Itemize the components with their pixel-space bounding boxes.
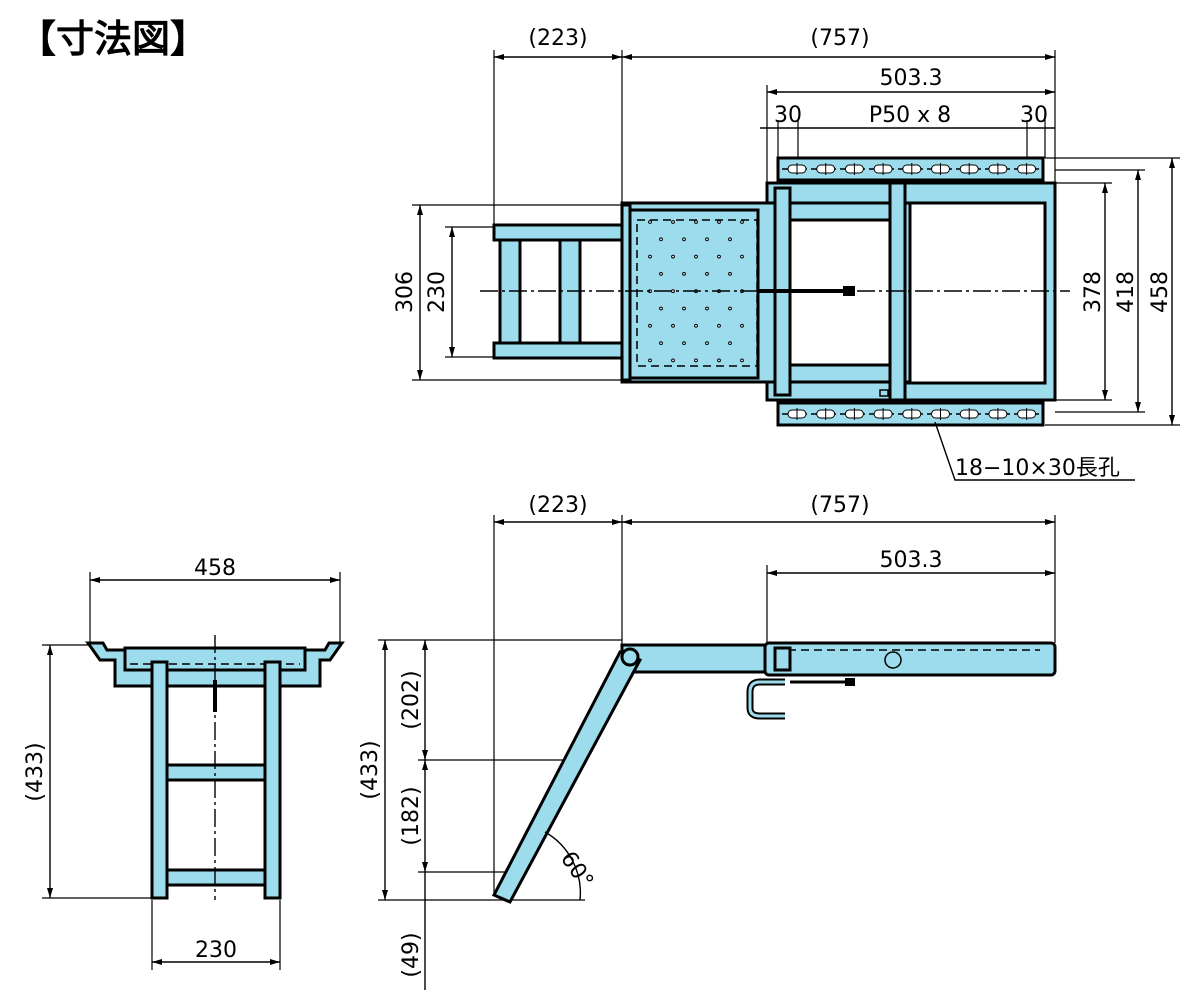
perforation-hole (648, 323, 652, 328)
perforation-hole (682, 341, 686, 346)
perforation-hole (648, 220, 652, 224)
plate-hinge (620, 203, 632, 382)
dim-label-418: 418 (1114, 271, 1139, 313)
perforation-hole (705, 237, 709, 242)
dim-label-458: 458 (1148, 271, 1173, 313)
front-view: 458 (433) 230 (23, 556, 345, 970)
lock-knob (843, 286, 855, 296)
dim-label-side-757: (757) (810, 493, 869, 518)
side-rail (763, 641, 1057, 677)
side-hook (746, 678, 785, 720)
perforation-hole (682, 306, 686, 311)
perforation-hole (682, 237, 686, 242)
dim-label-front-433: (433) (23, 742, 48, 801)
dim-label-side-202: (202) (399, 670, 424, 729)
dim-label-side-503: 503.3 (880, 548, 943, 573)
perforation-hole (705, 306, 709, 311)
dim-label-30-left: 30 (774, 103, 802, 128)
perforation-hole (728, 306, 732, 311)
perforation-hole (671, 220, 675, 224)
angle-arc (544, 831, 582, 901)
dim-label-230: 230 (425, 271, 450, 313)
front-rung-upper (165, 763, 267, 782)
perforation-hole (728, 341, 732, 346)
perforation-hole (740, 220, 744, 224)
side-cross-bar (773, 646, 792, 672)
dim-label-378: 378 (1081, 271, 1106, 313)
perforation-hole (671, 358, 675, 363)
dim-label-front-230: 230 (195, 938, 237, 963)
front-leg-right (263, 660, 282, 900)
side-beam (620, 643, 769, 674)
side-pin (884, 651, 902, 669)
front-rung-lower (165, 868, 267, 887)
perforation-hole (717, 358, 721, 363)
perforation-hole (740, 323, 744, 328)
dim-label-30-right: 30 (1020, 103, 1048, 128)
ladder-hinge (620, 647, 640, 667)
perforation-hole (659, 341, 663, 346)
hole-note: 18−10×30長孔 (955, 456, 1120, 481)
perforated-step-plate (625, 208, 760, 380)
perforation-hole (694, 254, 698, 259)
perforation-hole (717, 323, 721, 328)
perforation-hole (694, 323, 698, 328)
slotted-holes (782, 163, 1040, 420)
dim-label-side-182: (182) (399, 786, 424, 845)
perforation-hole (694, 358, 698, 363)
perforation-hole (705, 272, 709, 276)
perforation-hole (682, 272, 686, 276)
perforation-hole (740, 358, 744, 363)
stopper (879, 389, 889, 397)
dim-label-757: (757) (810, 26, 869, 51)
drawing-title: 【寸法図】 (18, 17, 208, 61)
perforation-hole (728, 272, 732, 276)
perforation-hole (694, 220, 698, 224)
dim-label-side-433: (433) (358, 740, 383, 799)
angle-label: 60° (555, 847, 598, 893)
frame-opening-right (903, 201, 1047, 385)
perforation-holes (648, 220, 744, 363)
dim-label-223: (223) (528, 26, 587, 51)
side-view: (223) (757) 503.3 (433) (202) (182) (49)… (358, 493, 1057, 990)
perforation-hole (740, 254, 744, 259)
perforation-hole (648, 254, 652, 259)
perforation-hole (671, 289, 675, 294)
perforation-hole (659, 237, 663, 242)
plate-hidden-edge (636, 219, 758, 367)
dim-label-306: 306 (393, 271, 418, 313)
perforation-hole (717, 220, 721, 224)
perforation-hole (705, 341, 709, 346)
dim-label-503: 503.3 (880, 66, 943, 91)
top-view: (223) (757) 503.3 30 P50 x 8 30 306 230 … (393, 26, 1180, 481)
perforation-hole (671, 254, 675, 259)
dim-label-side-49: (49) (399, 932, 424, 977)
perforation-hole (671, 323, 675, 328)
perforation-hole (717, 254, 721, 259)
dim-label-front-458: 458 (194, 556, 236, 581)
hole-note-leader (934, 421, 1135, 481)
perforation-hole (659, 306, 663, 311)
dim-label-pitch: P50 x 8 (869, 103, 951, 128)
perforation-hole (659, 272, 663, 276)
front-leg-left (150, 660, 169, 900)
perforation-hole (648, 358, 652, 363)
ladder-top (492, 223, 624, 360)
dim-label-side-223: (223) (528, 493, 587, 518)
perforation-hole (728, 237, 732, 242)
